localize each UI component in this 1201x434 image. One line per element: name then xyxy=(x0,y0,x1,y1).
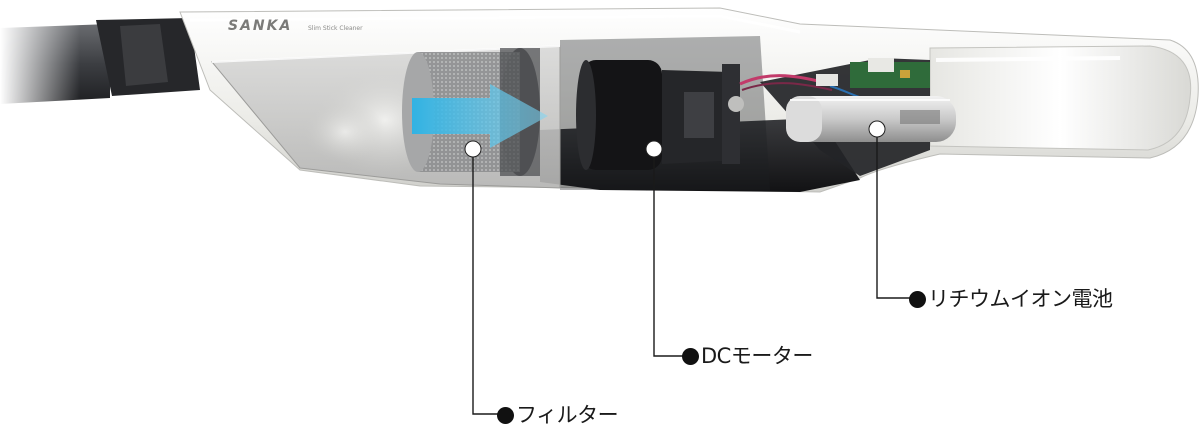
airflow-arrow xyxy=(412,84,548,148)
callout-battery: リチウムイオン電池 xyxy=(909,289,1113,310)
leader-line-battery xyxy=(876,130,915,299)
leader-lines xyxy=(472,130,915,415)
callout-battery-text: リチウムイオン電池 xyxy=(928,287,1113,311)
brand-mark: SANKA Slim Stick Cleaner xyxy=(228,18,363,34)
filter-marker xyxy=(464,140,482,158)
bullet-dot-icon xyxy=(497,407,514,424)
handle-grip xyxy=(929,45,1192,151)
callout-motor: DCモーター xyxy=(682,346,813,367)
callout-filter: フィルター xyxy=(497,403,619,427)
dc-motor xyxy=(576,60,744,170)
bullet-dot-icon xyxy=(682,348,699,365)
extension-pipe xyxy=(0,18,200,110)
callout-filter-text: フィルター xyxy=(516,403,619,427)
battery-pack xyxy=(786,96,956,142)
leader-line-filter xyxy=(472,150,505,415)
leader-line-motor xyxy=(653,150,690,357)
brand-logo: SANKA xyxy=(228,18,292,34)
bullet-dot-icon xyxy=(909,291,926,308)
circuit-board xyxy=(816,58,930,88)
motor-marker xyxy=(645,140,663,158)
battery-marker xyxy=(868,120,886,138)
product-name: Slim Stick Cleaner xyxy=(308,25,363,32)
component-markers xyxy=(464,120,886,158)
callout-motor-text: DCモーター xyxy=(701,344,813,368)
